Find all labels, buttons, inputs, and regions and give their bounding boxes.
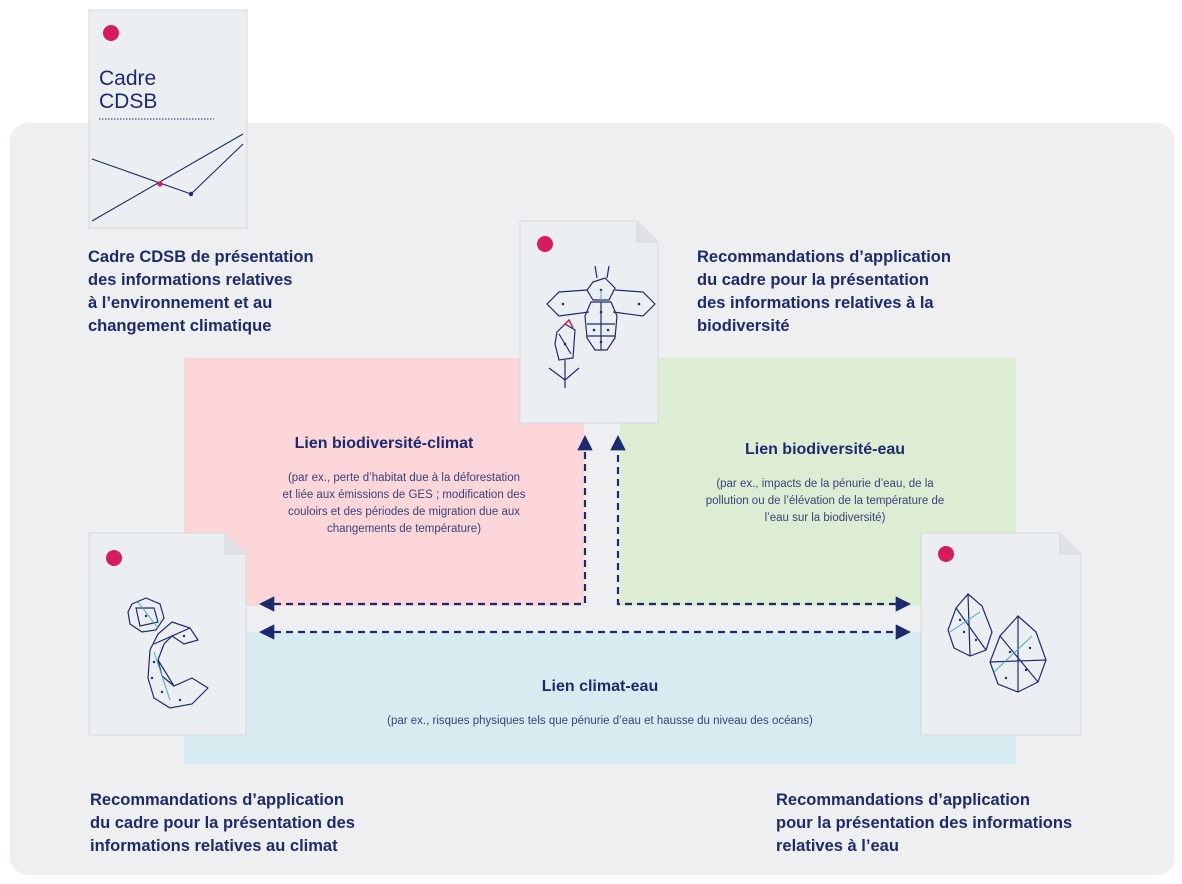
- cdsb-document-title: Cadre CDSB: [99, 67, 158, 113]
- caption-cdsb-framework: Cadre CDSB de présentation des informati…: [88, 248, 314, 335]
- caption-water: Recommandations d’application pour la pr…: [776, 791, 1073, 855]
- arrow-climate-biodiversity: [258, 434, 593, 612]
- bee-flower-icon: [546, 265, 656, 388]
- cdsb-cover-lines-icon: [91, 133, 244, 222]
- zone-climate-water: [184, 632, 1016, 764]
- accent-dot-icon: [938, 546, 954, 562]
- accent-dot-icon: [106, 550, 122, 566]
- accent-dot-icon: [103, 25, 119, 41]
- biodiversity-document: [519, 220, 659, 424]
- water-drops-icon: [947, 593, 1047, 693]
- link-climate-water-title: Lien climat-eau: [541, 678, 659, 695]
- climate-c-icon: [127, 597, 209, 709]
- caption-biodiversity: Recommandations d’application du cadre p…: [697, 248, 951, 335]
- cdsb-framework-document: Cadre CDSB: [88, 9, 248, 229]
- water-document: [920, 532, 1082, 736]
- caption-climate: Recommandations d’application du cadre p…: [90, 791, 355, 855]
- arrow-water-biodiversity: [610, 434, 912, 612]
- accent-dot-icon: [537, 236, 553, 252]
- climate-document: [88, 532, 248, 736]
- link-climate-water-desc: (par ex., risques physiques tels que pén…: [387, 715, 813, 727]
